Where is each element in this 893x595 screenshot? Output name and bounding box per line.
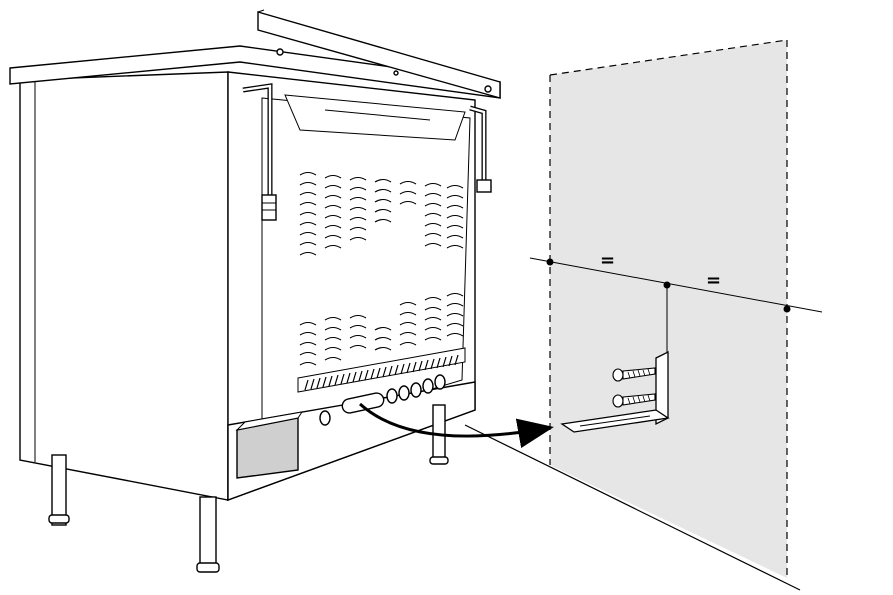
gas-connector-left — [261, 194, 277, 221]
equal-distance-mark-right: = — [706, 270, 721, 291]
reference-point-left — [546, 258, 554, 266]
plinth-slot — [341, 392, 385, 414]
screw-thread-lower — [627, 394, 651, 405]
leg-back-right — [432, 404, 446, 461]
gas-connector-right — [476, 179, 492, 193]
leg-front-left — [51, 454, 67, 526]
junction-box-top — [235, 411, 304, 431]
reference-point-right — [783, 305, 791, 313]
side-panel — [19, 71, 229, 501]
screw-lower — [612, 393, 656, 408]
backsplash-screw-3 — [484, 85, 492, 93]
measurement-line: = = — [529, 250, 823, 365]
legs — [48, 404, 449, 573]
equal-distance-mark-left: = — [600, 250, 615, 271]
leg-foot-front-right — [196, 562, 220, 573]
backsplash-screw-2 — [393, 70, 399, 76]
grille-slots — [304, 354, 459, 391]
screw-head-lower — [612, 394, 624, 408]
plinth-holes — [319, 374, 446, 426]
screw-upper — [612, 367, 656, 382]
screw-head-upper — [612, 368, 624, 382]
screw-thread-upper — [627, 368, 651, 379]
flue-hood — [284, 94, 466, 141]
bottom-grille — [297, 347, 466, 393]
backsplash-top — [257, 9, 265, 13]
flue-hood-line — [324, 109, 431, 121]
range-appliance — [9, 9, 501, 573]
bracket-slot — [579, 415, 651, 427]
leg-front-right — [199, 496, 217, 568]
wall-bracket — [560, 350, 670, 433]
backsplash-screw-1 — [276, 48, 284, 56]
wall — [464, 39, 801, 591]
leg-foot-back-right — [429, 456, 449, 465]
wall-edge-top — [549, 39, 788, 76]
fitting-arrow — [358, 402, 554, 449]
floor-line — [464, 424, 801, 591]
vents-upper — [299, 171, 464, 256]
horizontal-reference-line — [529, 257, 823, 313]
wall-surface — [550, 40, 787, 578]
leg-foot-front-left — [48, 514, 70, 524]
backsplash — [257, 11, 501, 99]
vents-lower — [299, 292, 464, 366]
